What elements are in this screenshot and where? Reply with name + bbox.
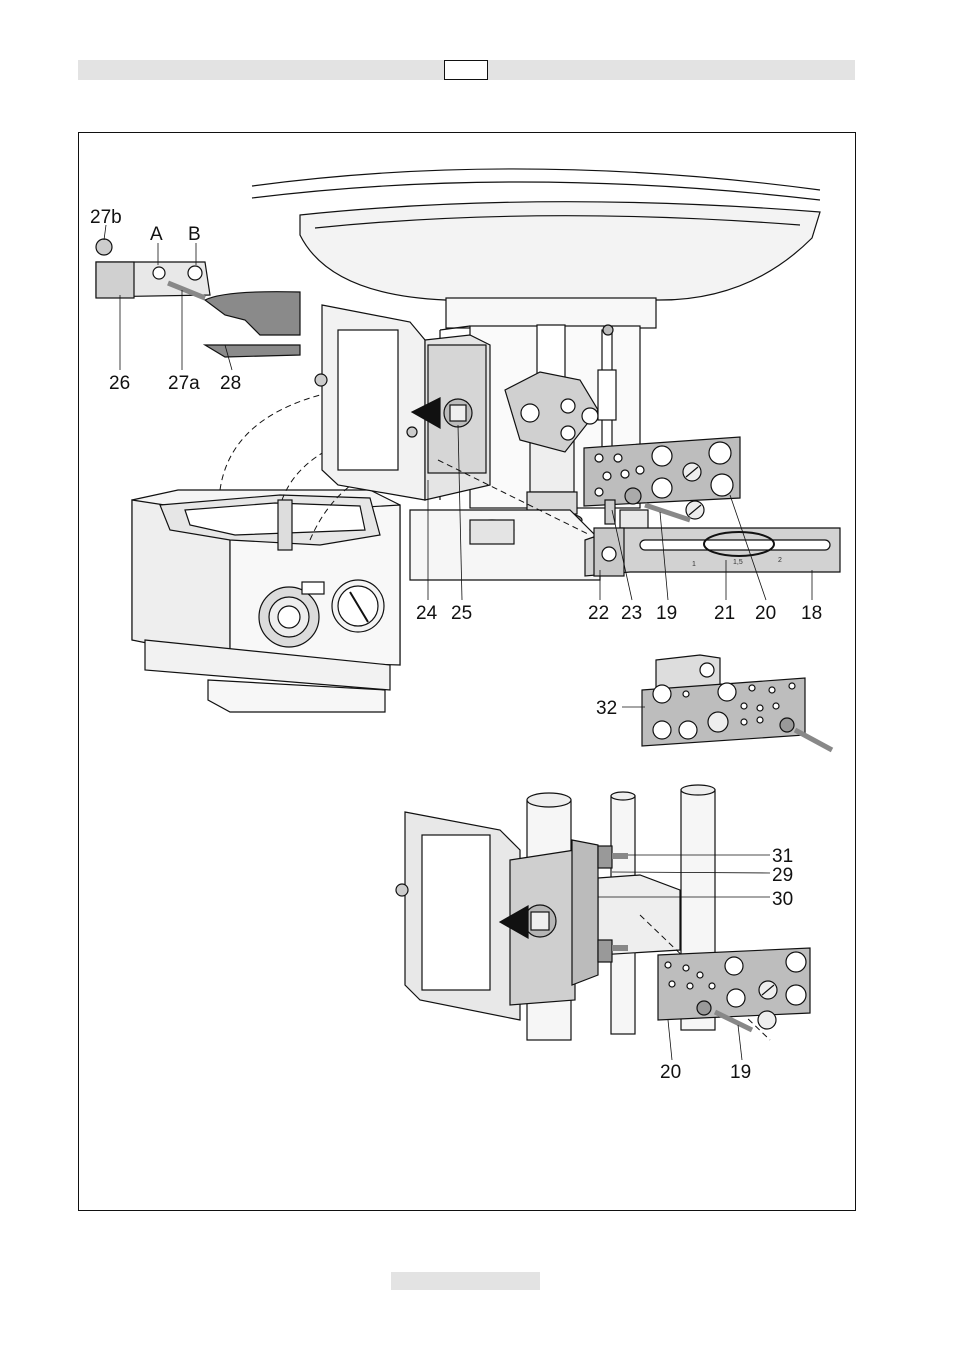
callout-26: 26: [109, 373, 130, 394]
footer-bar: [391, 1272, 540, 1290]
scale-mark-1: 1: [692, 561, 696, 568]
callout-B: B: [188, 224, 201, 245]
callout-18: 18: [801, 603, 822, 624]
callout-24: 24: [416, 603, 438, 624]
scale-mark-1-5: 1,5: [733, 559, 743, 566]
callout-25: 25: [451, 603, 472, 624]
callout-19: 19: [656, 603, 677, 624]
callout-32: 32: [596, 698, 617, 719]
callout-27a: 27a: [168, 373, 200, 394]
callout-29: 29: [772, 865, 793, 886]
plate-32-detail: [642, 655, 832, 750]
callout-20-bottom: 20: [660, 1062, 681, 1083]
callout-20: 20: [755, 603, 776, 624]
callout-27b: 27b: [90, 207, 122, 228]
callout-31: 31: [772, 846, 793, 867]
callout-28: 28: [220, 373, 241, 394]
pipe-mounting: [396, 785, 810, 1040]
callout-23: 23: [621, 603, 642, 624]
scale-mark-2: 2: [778, 557, 782, 564]
callout-A: A: [150, 224, 163, 245]
callout-19-bottom: 19: [730, 1062, 751, 1083]
callout-22: 22: [588, 603, 609, 624]
lever-plate: [585, 528, 840, 576]
callout-21: 21: [714, 603, 735, 624]
callout-30: 30: [772, 889, 793, 910]
pin-detail: [96, 239, 300, 357]
adapter-plate-top: [584, 437, 740, 524]
